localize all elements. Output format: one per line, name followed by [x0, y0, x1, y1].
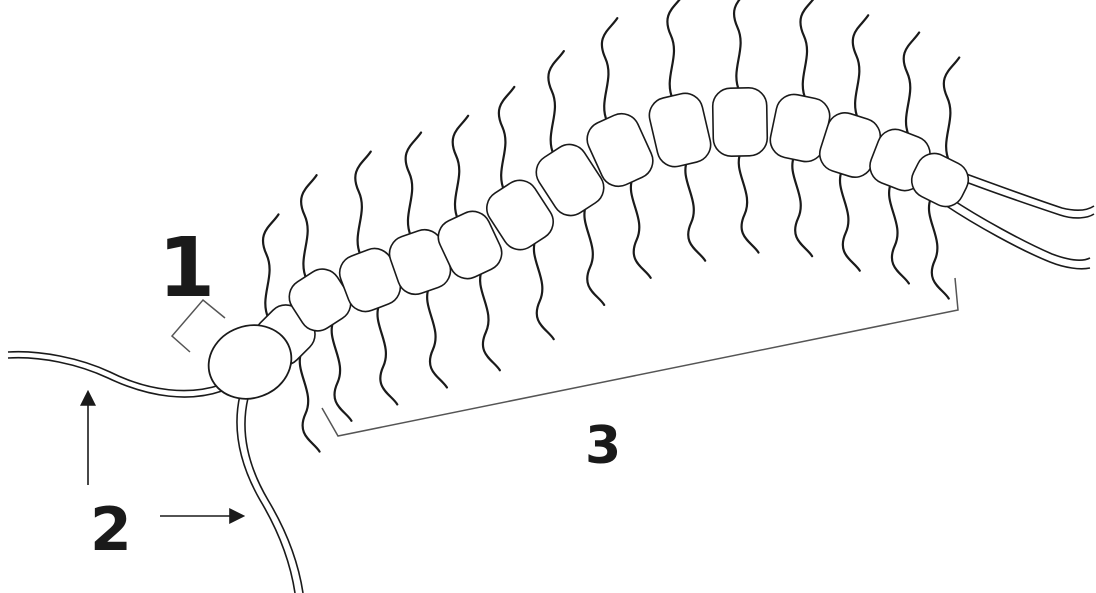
leg-upper	[548, 51, 563, 155]
leg-lower	[584, 205, 604, 305]
leg-lower	[377, 304, 397, 404]
leg-lower	[480, 270, 500, 370]
leg-upper	[944, 57, 959, 161]
leg-upper	[406, 133, 421, 237]
leg-upper	[301, 175, 316, 279]
label-antennae: 2	[90, 500, 132, 560]
leg-upper	[453, 116, 468, 220]
legs	[263, 0, 959, 452]
body-bracket	[322, 278, 958, 436]
label-head: 1	[158, 228, 215, 310]
leg-lower	[929, 199, 949, 299]
antenna-right-inner	[245, 398, 303, 593]
leg-lower	[300, 352, 320, 452]
leg-upper	[602, 18, 617, 122]
leg-upper	[904, 33, 919, 137]
body-segment	[646, 90, 714, 170]
tail-left-inner	[950, 198, 1090, 260]
label-body: 3	[585, 420, 621, 472]
leg-lower	[427, 287, 447, 387]
leg-lower	[685, 161, 705, 261]
leg-upper	[800, 0, 815, 100]
leg-lower	[739, 153, 759, 253]
tail-right-inner	[950, 168, 1094, 210]
leg-lower	[534, 239, 554, 339]
leg-lower	[840, 171, 860, 271]
antenna-left-outer	[8, 352, 220, 391]
leg-upper	[734, 0, 749, 91]
leg-upper	[263, 214, 278, 318]
leg-lower	[631, 178, 651, 278]
leg-upper	[853, 15, 868, 119]
leg-upper	[355, 152, 370, 256]
body-segments	[248, 88, 975, 373]
leg-lower	[792, 156, 812, 256]
leg-upper	[499, 87, 514, 191]
leg-upper	[667, 0, 682, 99]
leg-lower	[889, 183, 909, 283]
body-segment	[712, 88, 767, 157]
leg-lower	[332, 321, 352, 421]
